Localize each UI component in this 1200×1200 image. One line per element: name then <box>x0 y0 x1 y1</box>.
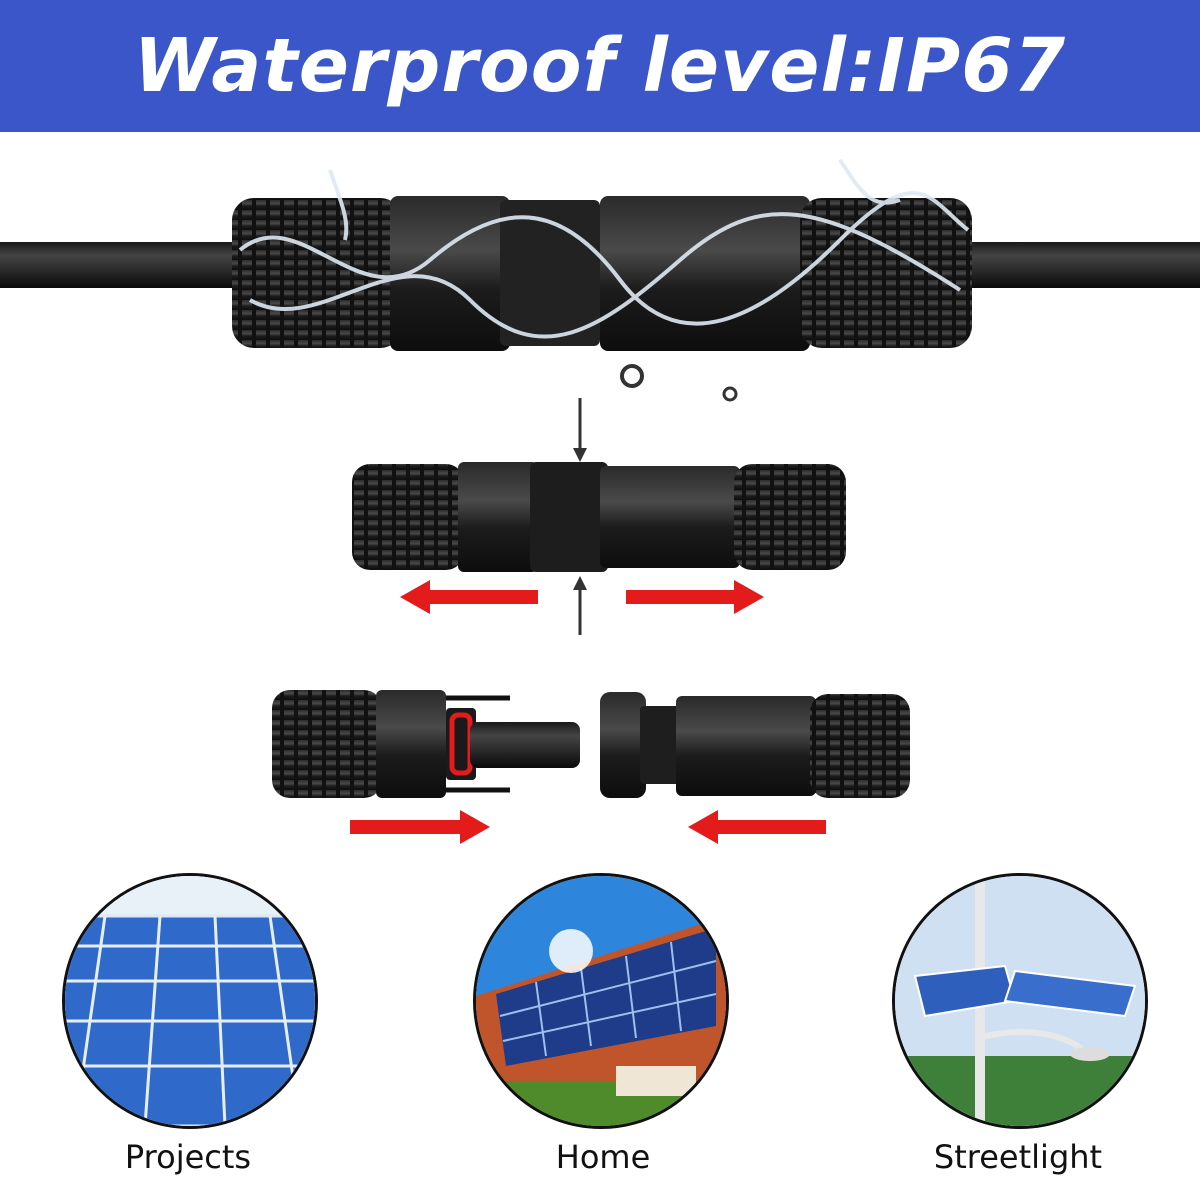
water-drop <box>722 386 738 402</box>
projects-image <box>62 873 318 1129</box>
water-splash <box>238 158 970 339</box>
house-roof-solar-icon <box>476 876 726 1126</box>
water-drop <box>620 364 644 388</box>
push-together-arrows <box>350 810 826 844</box>
banner-title: Waterproof level:IP67 <box>133 23 1067 109</box>
solar-streetlight-icon <box>895 876 1145 1126</box>
connected-connector <box>352 398 846 635</box>
solar-farm-icon <box>65 876 315 1126</box>
caption-home: Home <box>555 1138 651 1176</box>
disconnected-connector <box>272 690 910 844</box>
streetlight-image <box>892 873 1148 1129</box>
left-nut <box>232 198 402 348</box>
left-body <box>390 196 510 351</box>
right-body <box>600 196 810 351</box>
title-banner: Waterproof level:IP67 <box>0 0 1200 132</box>
caption-streetlight: Streetlight <box>933 1138 1103 1176</box>
caption-projects: Projects <box>124 1138 252 1176</box>
home-image <box>473 873 729 1129</box>
pull-apart-arrows <box>400 580 764 614</box>
connector-illustration <box>0 158 1200 844</box>
assembled-connector-wet <box>0 158 1200 402</box>
